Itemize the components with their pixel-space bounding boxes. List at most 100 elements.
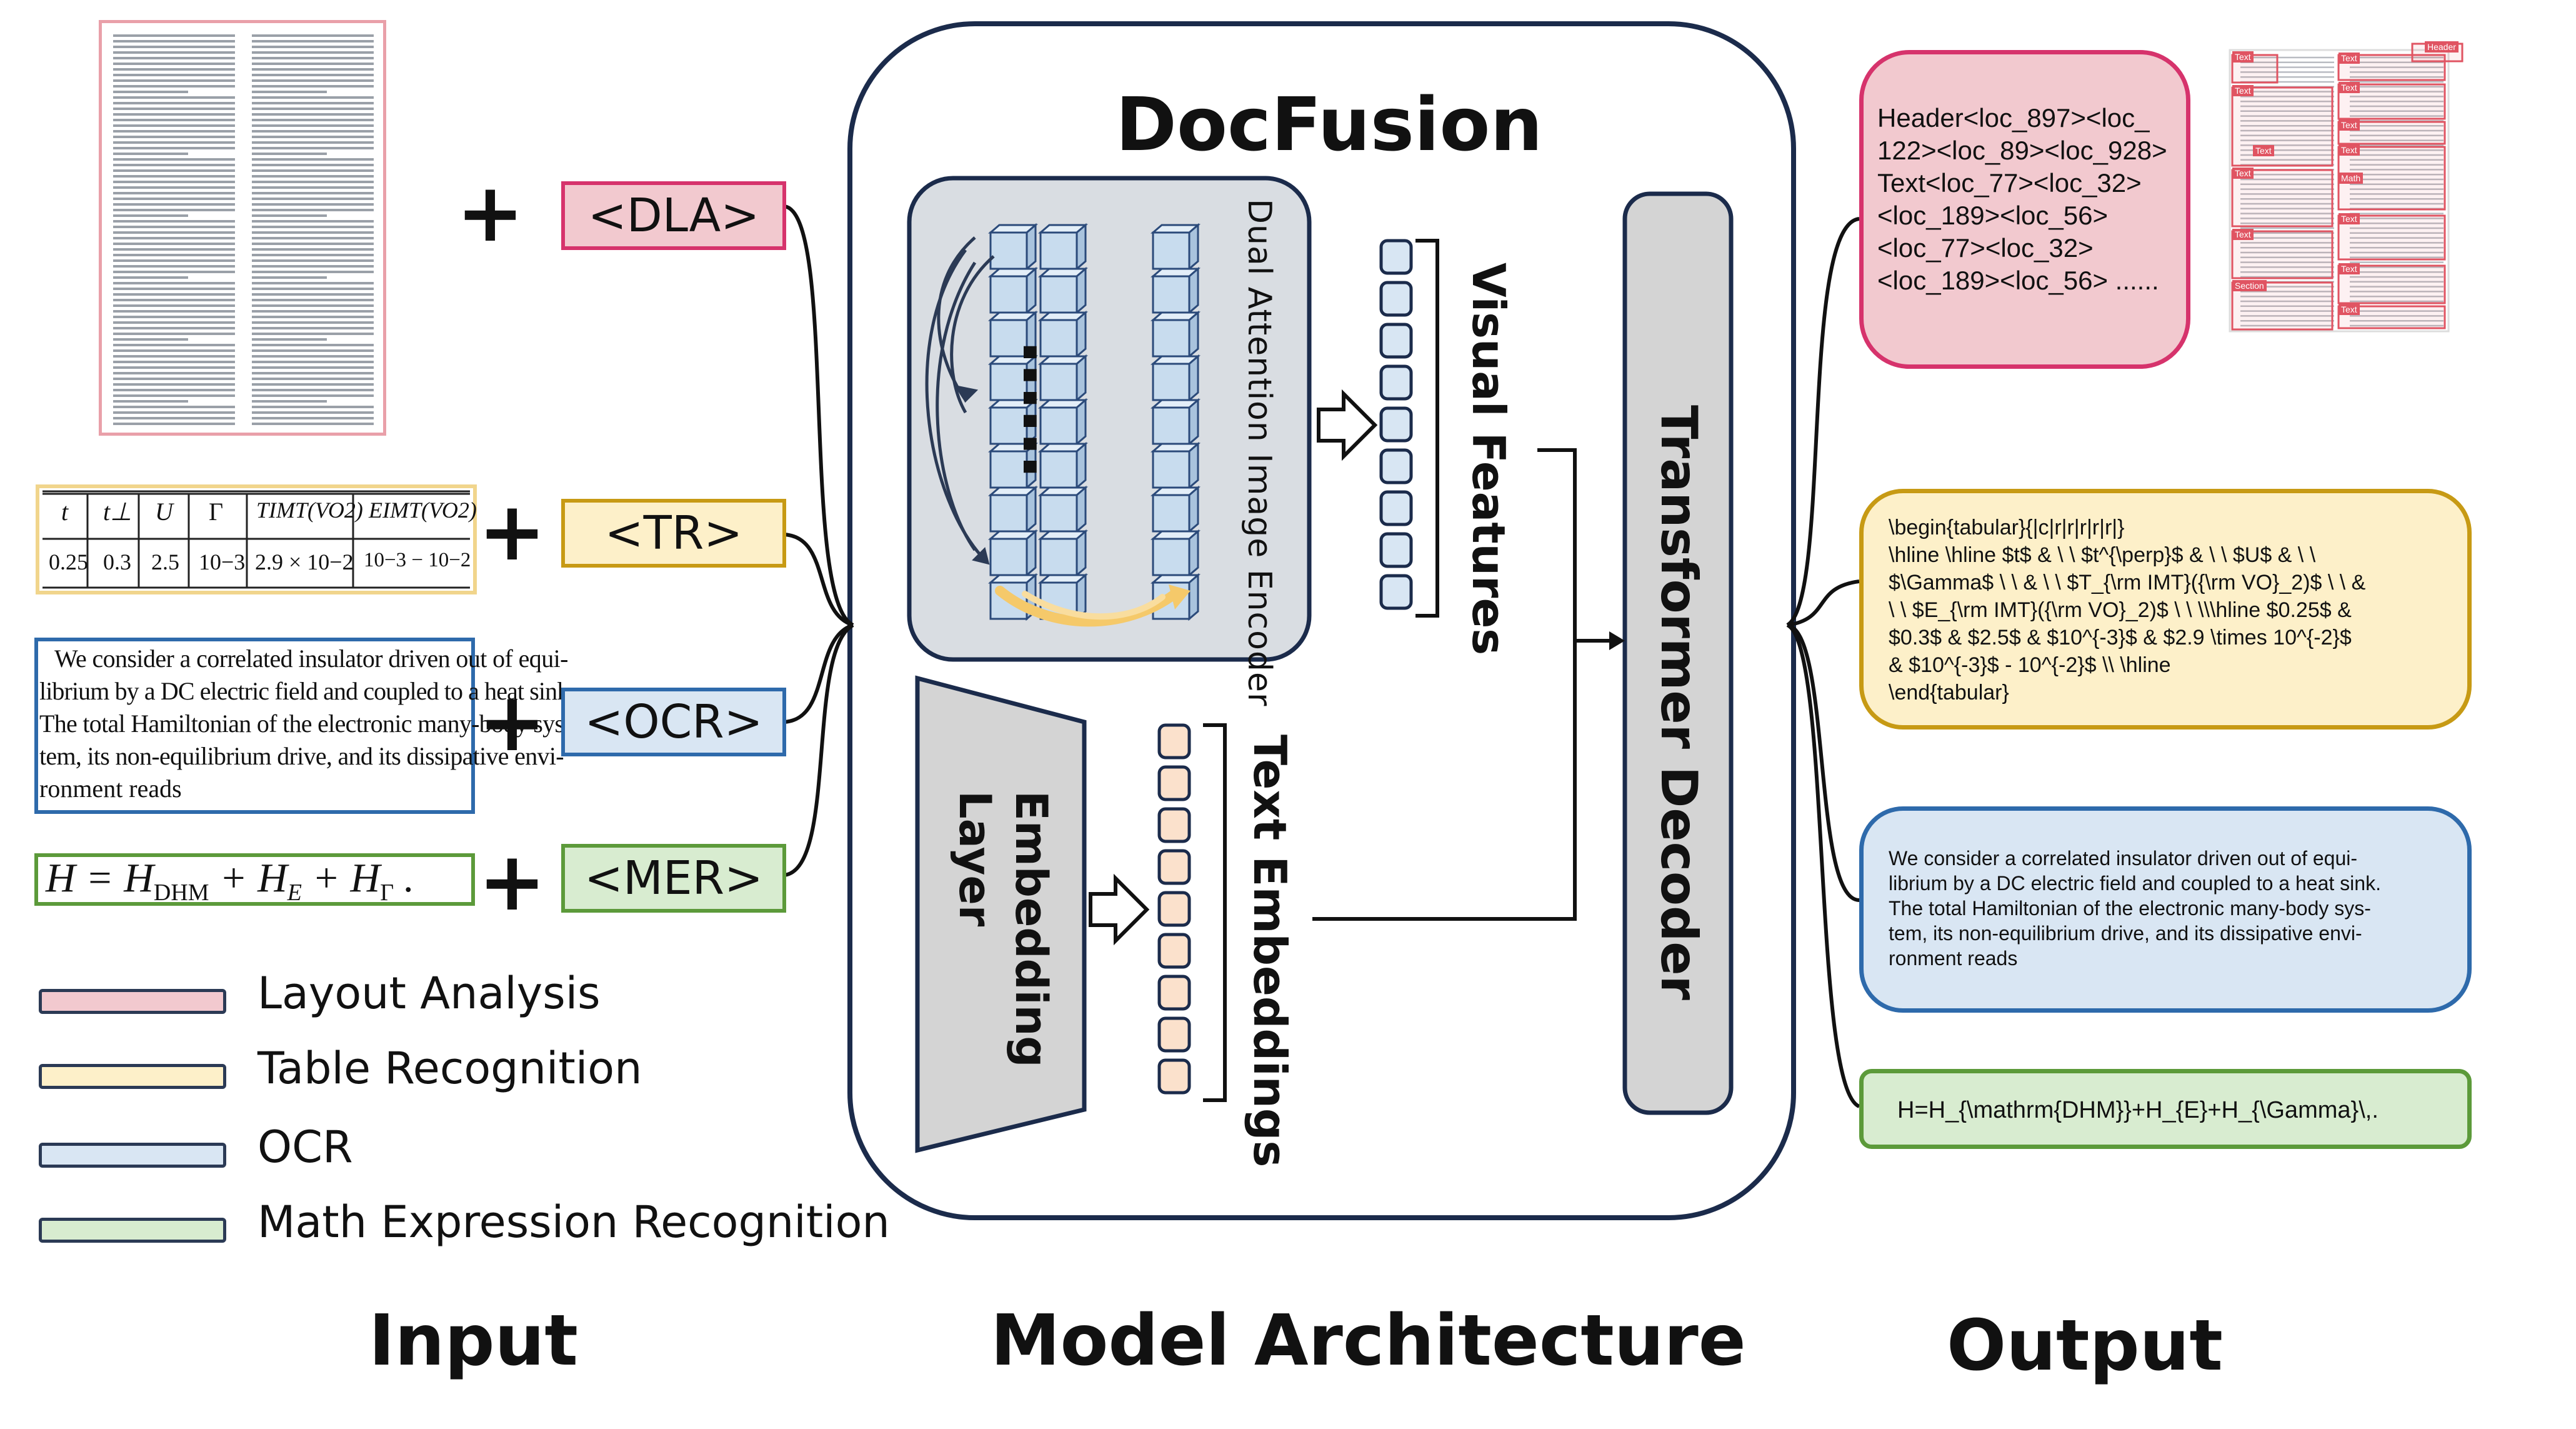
doc-line [252, 310, 374, 313]
doc-line [252, 406, 374, 408]
output-tr-line-5: $0.3$ & $2.5$ & $10^{-3}$ & $2.9 \times … [1889, 626, 2352, 649]
doc-line [113, 366, 235, 369]
plus-sign-mer: + [478, 834, 546, 929]
encoder-cube [987, 223, 1039, 271]
output-dla-line-3: Text<loc_77><loc_32> [1877, 168, 2142, 198]
doc-line [113, 147, 235, 149]
doc-line [113, 265, 235, 268]
visual-feature-token [1379, 364, 1413, 401]
cube-face [1152, 275, 1191, 314]
cube-side [1188, 310, 1199, 359]
doc-line [252, 304, 374, 307]
text-embedding-token [1157, 849, 1191, 885]
doc-line [252, 231, 374, 234]
doc-line [113, 310, 235, 313]
hollow-arrow-visual [1317, 389, 1378, 461]
doc-line [252, 361, 374, 363]
output-dla-line-1: Header<loc_897><loc_ [1877, 103, 2150, 133]
cube-face [1152, 231, 1191, 270]
encoder-cube [987, 441, 1039, 490]
cube-side [1026, 223, 1037, 271]
visual-feature-token [1379, 532, 1413, 568]
encoder-cube [1037, 223, 1089, 271]
text-embedding-token [1157, 975, 1191, 1011]
table-cell-29e-2: 2.9 × 10−2 [255, 549, 354, 574]
doc-line [113, 344, 235, 346]
doc-line [252, 383, 374, 386]
cube-face [1152, 538, 1191, 576]
cube-face [1039, 406, 1078, 445]
cube-side [1076, 354, 1087, 403]
cube-side [1188, 266, 1199, 315]
encoder-cube [1150, 223, 1201, 271]
doc-line [252, 349, 374, 352]
doc-line [113, 349, 235, 352]
encoder-cube [1150, 529, 1201, 578]
cube-side [1076, 573, 1087, 621]
cube-side [1076, 529, 1087, 578]
output-table-box: \begin{tabular}{|c|r|r|r|r|r|} \hline \h… [1859, 489, 2472, 730]
doc-line [252, 299, 374, 301]
thumb-tag: Text [2339, 82, 2360, 93]
encoder-cube [987, 529, 1039, 578]
cube-side [1188, 223, 1199, 271]
doc-line [113, 276, 188, 279]
table-header-gamma: Γ [209, 498, 224, 526]
cube-side [1026, 529, 1037, 578]
doc-line [252, 192, 374, 194]
cube-face [989, 538, 1028, 576]
thumb-tag: Text [2253, 145, 2274, 156]
doc-line [252, 316, 374, 318]
legend-swatch-math [39, 1218, 226, 1243]
doc-line [252, 79, 374, 82]
input-ocr-line-4: tem, its non-equilibrium drive, and its … [39, 742, 564, 770]
doc-line [113, 304, 235, 307]
doc-line [113, 220, 235, 223]
doc-line [113, 203, 235, 206]
doc-line [113, 271, 235, 273]
thumb-tag: Header [2425, 41, 2459, 53]
ellipsis: …… [1007, 341, 1087, 478]
encoder-cube [987, 266, 1039, 315]
doc-line [252, 119, 374, 121]
table-cell-range: 10−3 − 10−2 [364, 549, 471, 571]
output-ocr-line-3: The total Hamiltonian of the electronic … [1889, 897, 2371, 920]
doc-line [252, 147, 374, 149]
plus-sign-dla: + [456, 165, 524, 260]
doc-line [252, 108, 374, 110]
doc-line [252, 136, 374, 138]
doc-line [252, 226, 374, 228]
encoder-cube [1037, 354, 1089, 403]
decoder-label: Transformer Decoder [1650, 405, 1708, 1000]
doc-line [113, 198, 235, 200]
token-ocr: <OCR> [561, 688, 786, 756]
plus-sign-tr: + [478, 484, 546, 579]
doc-line [252, 169, 374, 172]
table-cell-1e-3: 10−3 [199, 549, 246, 574]
thumb-tag: Section [2232, 280, 2267, 291]
doc-line [252, 276, 327, 279]
doc-line [113, 91, 188, 93]
thumb-tag: Math [2339, 173, 2364, 184]
doc-line [113, 169, 235, 172]
thumb-tag: Text [2232, 51, 2254, 63]
doc-line [113, 406, 235, 408]
doc-line [113, 248, 235, 251]
doc-line [113, 102, 235, 104]
doc-line [113, 214, 188, 217]
cube-side [1026, 441, 1037, 490]
doc-line [113, 383, 235, 386]
output-ocr-line-5: ronment reads [1889, 947, 2018, 970]
text-brace [1203, 723, 1227, 1102]
cube-face [1152, 319, 1191, 358]
cube-side [1076, 266, 1087, 315]
encoder-cube [987, 310, 1039, 359]
doc-line [252, 102, 374, 104]
cube-side [1076, 441, 1087, 490]
doc-line [252, 259, 374, 262]
input-ocr-line-5: ronment reads [39, 775, 182, 803]
cube-face [1152, 406, 1191, 445]
doc-line [252, 288, 374, 290]
doc-line [252, 243, 374, 245]
hollow-arrow-text [1089, 873, 1150, 946]
